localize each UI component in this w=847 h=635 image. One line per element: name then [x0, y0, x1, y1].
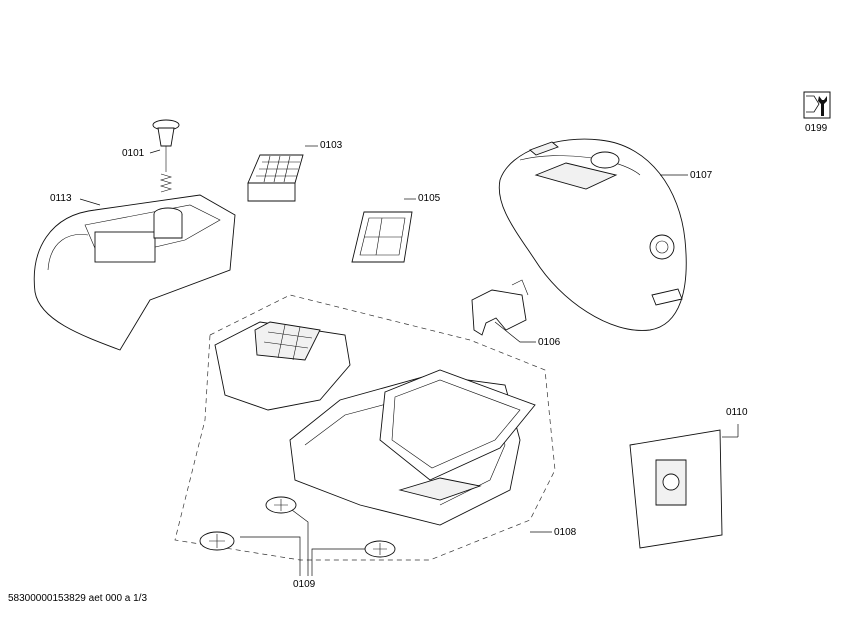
label-0109[interactable]: 0109 [293, 579, 316, 590]
part-0101-knob[interactable] [152, 119, 180, 193]
wrench-nut-icon [803, 91, 831, 119]
part-0113-housing[interactable] [33, 194, 236, 351]
label-0103[interactable]: 0103 [320, 140, 343, 151]
label-0107[interactable]: 0107 [690, 170, 713, 181]
part-0108-base[interactable] [289, 369, 536, 526]
part-0108-filter-housing[interactable] [214, 321, 351, 411]
part-0105-grille[interactable] [351, 211, 413, 263]
part-0109-caps[interactable] [199, 496, 396, 558]
label-0106[interactable]: 0106 [538, 337, 561, 348]
label-0108[interactable]: 0108 [554, 527, 577, 538]
label-0101[interactable]: 0101 [122, 148, 145, 159]
part-0107-cover[interactable] [498, 138, 687, 331]
label-0113[interactable]: 0113 [50, 193, 72, 204]
part-0103-filter[interactable] [247, 154, 304, 202]
part-0110-dustbag[interactable] [629, 429, 723, 549]
label-0199[interactable]: 0199 [805, 123, 828, 134]
document-footer: 58300000153829 aet 000 a 1/3 [8, 593, 148, 604]
label-0105[interactable]: 0105 [418, 193, 441, 204]
part-0106-latch[interactable] [471, 279, 529, 336]
label-0110[interactable]: 0110 [726, 407, 748, 418]
